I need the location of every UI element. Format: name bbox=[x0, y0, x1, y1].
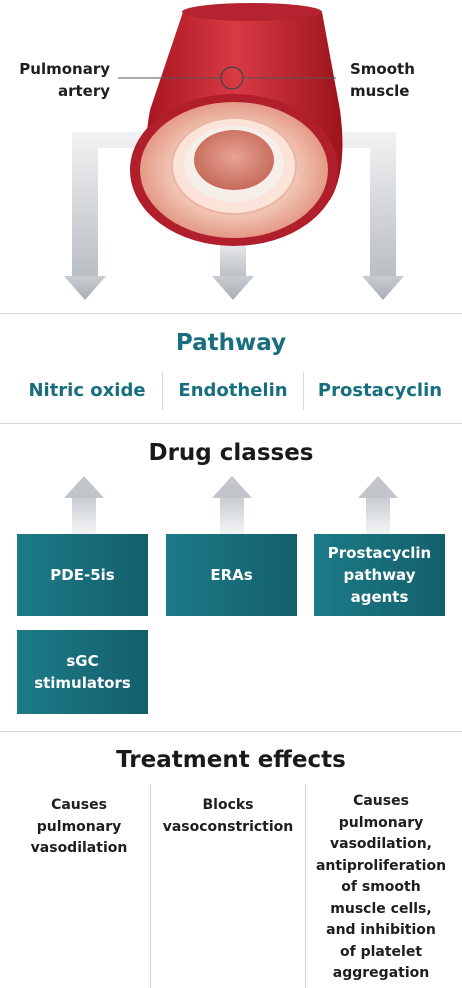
drug-box-sgc-stimulators: sGC stimulators bbox=[17, 630, 148, 714]
pathway-arrow-right bbox=[310, 132, 404, 300]
divider-effects-top bbox=[0, 731, 462, 732]
effect-prostacyclin: Causes pulmonary vasodilation, antiproli… bbox=[315, 793, 447, 981]
pathway-separator bbox=[162, 372, 163, 410]
drug-classes-title: Drug classes bbox=[148, 440, 314, 466]
pathway-arrow-left bbox=[64, 132, 150, 300]
up-arrow-prostacyclin bbox=[358, 476, 398, 534]
pathway-nitric-oxide: Nitric oxide bbox=[28, 380, 146, 401]
pathway-title: Pathway bbox=[175, 330, 287, 356]
drug-class-arrows bbox=[64, 476, 398, 534]
effects-separator bbox=[305, 784, 306, 988]
drug-box-eras: ERAs bbox=[166, 534, 297, 616]
pathway-endothelin: Endothelin bbox=[178, 380, 288, 401]
pulmonary-artery-label: Pulmonary artery bbox=[19, 60, 110, 100]
smooth-muscle-label: Smooth muscle bbox=[350, 60, 415, 100]
artery-tube bbox=[130, 3, 343, 246]
drug-box-prostacyclin-agents: Prostacyclin pathway agents bbox=[314, 534, 445, 616]
pathway-prostacyclin: Prostacyclin bbox=[317, 380, 443, 401]
drug-box-pde5is: PDE-5is bbox=[17, 534, 148, 616]
divider-pathway-top bbox=[0, 313, 462, 314]
divider-pathway-bottom bbox=[0, 423, 462, 424]
treatment-effects-title: Treatment effects bbox=[116, 747, 346, 773]
up-arrow-eras bbox=[212, 476, 252, 534]
effect-nitric-oxide: Causes pulmonary vasodilation bbox=[30, 797, 128, 856]
up-arrow-pde5 bbox=[64, 476, 104, 534]
artery-illustration bbox=[64, 3, 404, 300]
pathway-separator bbox=[303, 372, 304, 410]
effect-endothelin: Blocks vasoconstriction bbox=[162, 797, 294, 835]
effects-separator bbox=[150, 784, 151, 988]
